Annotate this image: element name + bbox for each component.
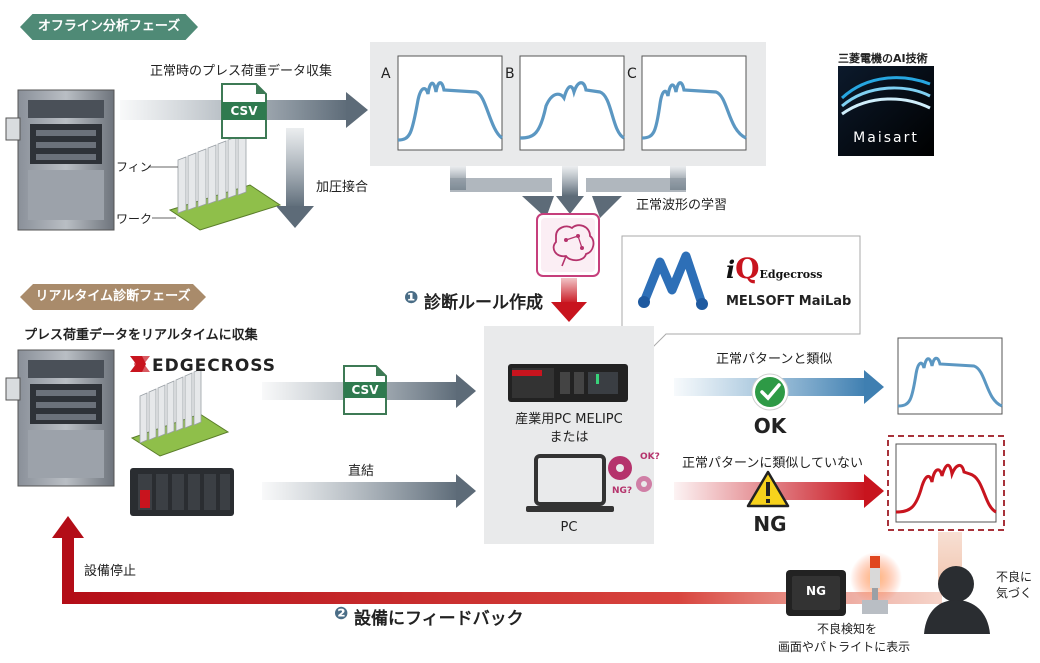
gears-icon <box>608 456 652 492</box>
ng-waveform-chart <box>887 435 1005 531</box>
ok-caption: 正常パターンと類似 <box>716 352 833 367</box>
arrow-learning-merge <box>450 166 686 218</box>
mitsubishi-ai-title: 三菱電機のAI技術 <box>838 52 928 65</box>
display-label-2: 画面やパトライトに表示 <box>777 640 911 654</box>
equipment-stop-label: 設備停止 <box>84 564 137 579</box>
display-label-1: 不良検知を <box>816 622 877 636</box>
iq-logo-i: i <box>726 255 736 284</box>
ng-caption: 正常パターンに類似していない <box>682 456 863 471</box>
waveform-chart-b <box>519 55 626 151</box>
notice-label-1: 不良に <box>996 570 1033 584</box>
plc-unit-icon <box>130 468 234 516</box>
melipc-label-1: 産業用PC MELIPC <box>515 412 623 427</box>
wave-label-c: C <box>627 66 637 82</box>
csv-document-offline <box>221 83 267 139</box>
csv-label-realtime: CSV <box>351 383 379 397</box>
edgecross-mark-icon <box>130 356 150 372</box>
csv-document-realtime <box>343 365 387 415</box>
pc-label: PC <box>560 520 578 535</box>
pc-laptop-icon <box>526 454 614 512</box>
wave-label-b: B <box>505 66 515 82</box>
offline-collect-label: 正常時のプレス荷重データ収集 <box>150 64 333 79</box>
melipc-icon <box>508 364 628 402</box>
signal-tower-icon <box>850 552 902 614</box>
ng-display-monitor <box>786 570 846 616</box>
phase-badge-offline: オフライン分析フェーズ <box>20 14 198 40</box>
maisart-brand: Maisart <box>853 130 919 146</box>
maisart-logo <box>838 66 934 156</box>
press-machine-realtime <box>5 349 115 487</box>
ng-panel-label: NG <box>806 584 826 598</box>
iq-logo-q: Q <box>735 252 760 285</box>
step2-number: ❷ <box>334 604 349 624</box>
step1-number: ❶ <box>404 288 419 308</box>
learning-label: 正常波形の学習 <box>636 198 728 213</box>
notice-label-2: 気づく <box>996 586 1033 600</box>
edgecross-brand: EDGECROSS <box>152 356 277 376</box>
step2-label: 設備にフィードバック <box>354 609 524 629</box>
fin-label: フィン <box>116 160 152 174</box>
waveform-chart-c <box>641 55 747 151</box>
ai-brain-icon <box>536 213 600 277</box>
heatsink-offline <box>168 132 282 231</box>
operator-person-icon <box>924 566 990 634</box>
ok-label: OK <box>753 414 787 438</box>
gear-ng-question: NG? <box>612 486 633 496</box>
mailab-product-name: MELSOFT MaiLab <box>726 294 852 309</box>
arrow-feedback <box>52 516 942 604</box>
iq-logo-edgecross: Edgecross <box>759 268 823 281</box>
work-label: ワーク <box>116 212 153 226</box>
press-machine-offline <box>5 89 115 231</box>
phase-badge-realtime: リアルタイム診断フェーズ <box>20 284 206 310</box>
arrow-rule-deploy <box>551 278 587 322</box>
arrow-direct <box>262 474 476 508</box>
ok-check-icon <box>751 373 789 411</box>
realtime-collect-label: プレス荷重データをリアルタイムに収集 <box>24 328 258 343</box>
heatsink-realtime <box>130 368 230 457</box>
ng-label: NG <box>753 512 787 536</box>
arrow-press-bond <box>276 128 314 228</box>
step1-label: 診断ルール作成 <box>424 293 543 313</box>
melipc-label-2: または <box>549 430 589 445</box>
csv-label-offline: CSV <box>230 104 258 118</box>
ok-waveform-chart <box>897 337 1003 415</box>
waveform-chart-a <box>397 55 504 151</box>
warning-icon <box>746 470 790 508</box>
gear-ok-question: OK? <box>640 452 660 462</box>
direct-connect-label: 直結 <box>348 464 375 479</box>
wave-label-a: A <box>381 66 391 82</box>
press-bond-label: 加圧接合 <box>316 180 369 195</box>
iq-logo: iQEdgecross <box>726 252 823 285</box>
